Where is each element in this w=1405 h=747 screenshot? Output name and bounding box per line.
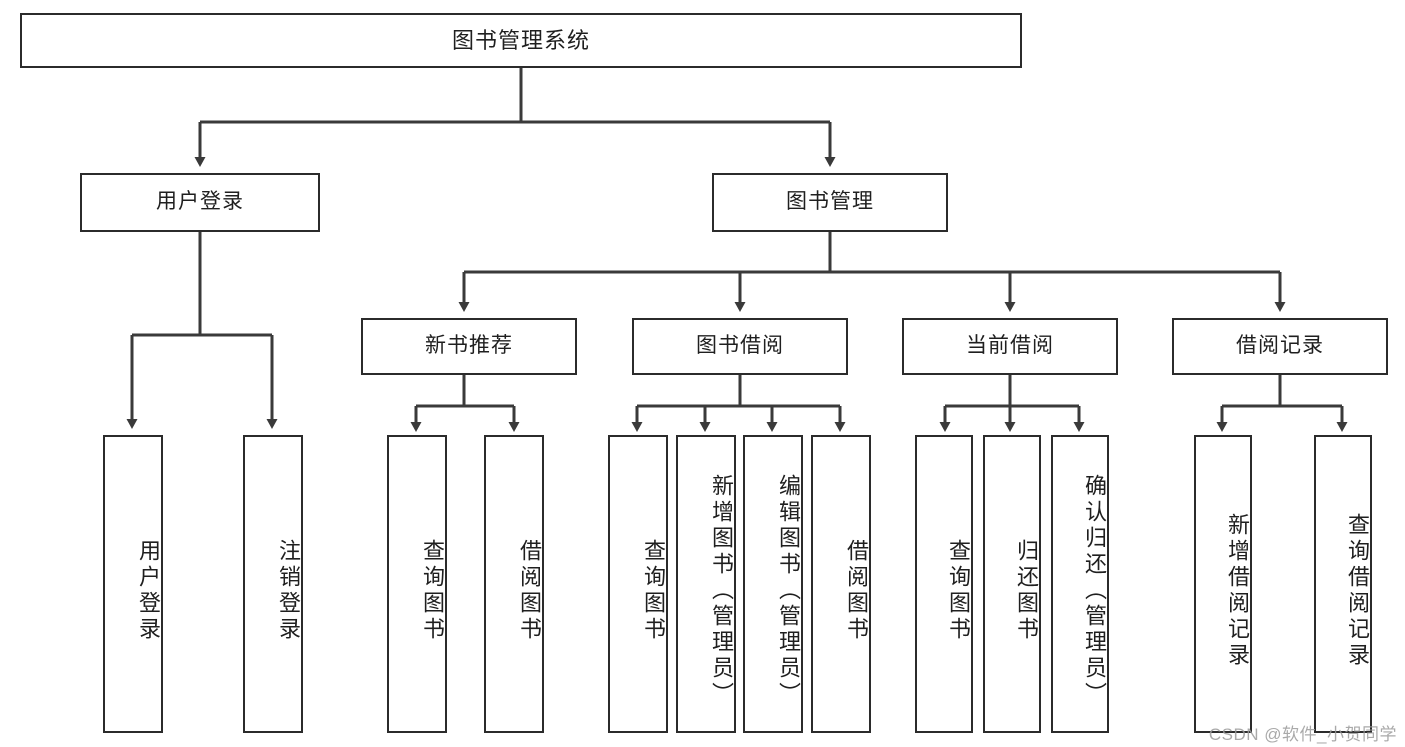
node-label: 新增借阅记录 <box>1225 513 1250 669</box>
leaf-record-query-record[interactable]: 查询借阅记录 <box>1314 435 1372 733</box>
leaf-current-query-book[interactable]: 查询图书 <box>915 435 973 733</box>
leaf-borrow-query-book[interactable]: 查询图书 <box>608 435 668 733</box>
node-borrow-record[interactable]: 借阅记录 <box>1172 318 1388 375</box>
node-label: 注销登录 <box>276 539 301 643</box>
node-label: 新增图书（管理员） <box>709 474 734 708</box>
node-user-login[interactable]: 用户登录 <box>80 173 320 232</box>
node-label: 图书管理系统 <box>451 27 590 53</box>
leaf-record-add-record[interactable]: 新增借阅记录 <box>1194 435 1252 733</box>
node-label: 查询借阅记录 <box>1345 513 1370 669</box>
leaf-borrow-add-book-admin[interactable]: 新增图书（管理员） <box>676 435 736 733</box>
node-label: 当前借阅 <box>966 334 1054 358</box>
node-book-borrow[interactable]: 图书借阅 <box>632 318 848 375</box>
node-label: 借阅记录 <box>1236 334 1324 358</box>
node-label: 用户登录 <box>136 539 161 643</box>
leaf-recommend-borrow-book[interactable]: 借阅图书 <box>484 435 544 733</box>
node-current-borrow[interactable]: 当前借阅 <box>902 318 1118 375</box>
leaf-recommend-query-book[interactable]: 查询图书 <box>387 435 447 733</box>
node-root-system[interactable]: 图书管理系统 <box>20 13 1022 68</box>
node-book-management[interactable]: 图书管理 <box>712 173 948 232</box>
node-label: 确认归还（管理员） <box>1082 474 1107 708</box>
node-label: 新书推荐 <box>425 334 513 358</box>
leaf-current-return-book[interactable]: 归还图书 <box>983 435 1041 733</box>
leaf-current-confirm-return-admin[interactable]: 确认归还（管理员） <box>1051 435 1109 733</box>
node-label: 用户登录 <box>156 190 244 214</box>
node-new-book-recommend[interactable]: 新书推荐 <box>361 318 577 375</box>
node-label: 查询图书 <box>946 539 971 643</box>
node-label: 图书借阅 <box>696 334 784 358</box>
node-label: 借阅图书 <box>517 539 542 643</box>
node-label: 编辑图书（管理员） <box>776 474 801 708</box>
node-label: 借阅图书 <box>844 539 869 643</box>
leaf-user-login[interactable]: 用户登录 <box>103 435 163 733</box>
csdn-watermark: CSDN @软件_小贺同学 <box>1208 725 1397 744</box>
node-label: 归还图书 <box>1014 539 1039 643</box>
leaf-borrow-borrow-book[interactable]: 借阅图书 <box>811 435 871 733</box>
node-label: 图书管理 <box>786 190 874 214</box>
node-label: 查询图书 <box>420 539 445 643</box>
leaf-user-logout[interactable]: 注销登录 <box>243 435 303 733</box>
node-label: 查询图书 <box>641 539 666 643</box>
leaf-borrow-edit-book-admin[interactable]: 编辑图书（管理员） <box>743 435 803 733</box>
